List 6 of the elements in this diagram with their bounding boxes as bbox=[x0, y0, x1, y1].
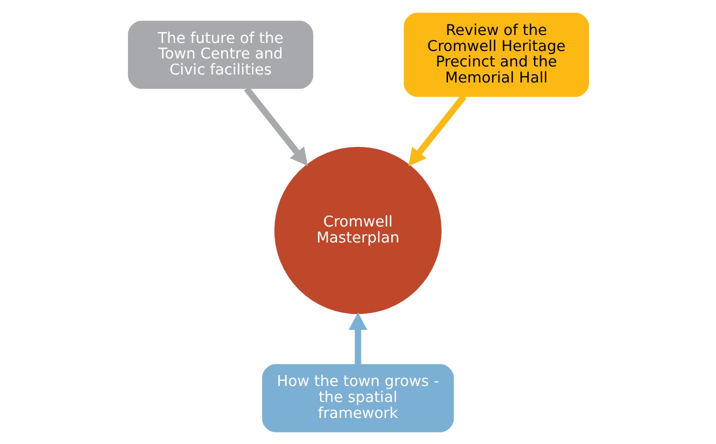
arrow bbox=[408, 94, 466, 166]
node-box: Review of the Cromwell Heritage Precinct and the Memorial Hall bbox=[403, 12, 589, 96]
arrow bbox=[243, 86, 308, 166]
node-box: The future of the Town Centre and Civic facilities bbox=[127, 20, 313, 88]
node-box: How the town grows - the spatial framework bbox=[262, 364, 454, 432]
arrow bbox=[348, 312, 367, 364]
